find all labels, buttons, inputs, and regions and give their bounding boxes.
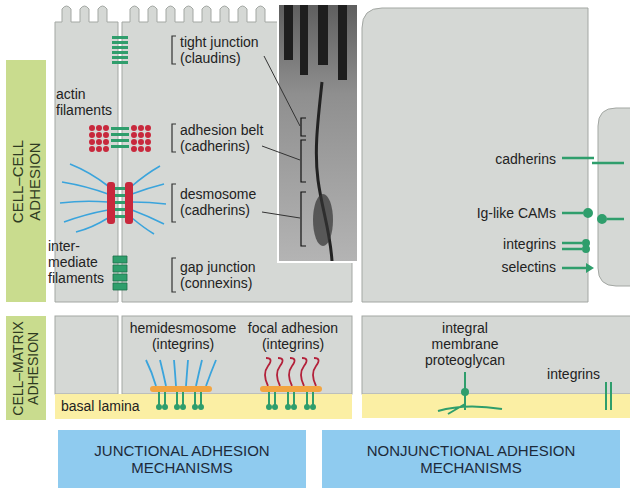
proteoglycan-core <box>461 388 469 396</box>
category-band: CELL–MATRIX ADHESION <box>6 316 46 420</box>
adhesion-molecule-heads <box>582 208 607 273</box>
proteoglycan-symbol <box>438 394 502 414</box>
annotation-label: adhesion belt (cadherins) <box>180 122 272 154</box>
gap-junction-symbol <box>113 256 127 290</box>
annotation-label: Ig-like CAMs <box>436 205 556 221</box>
plaque <box>150 386 212 392</box>
cell <box>362 316 630 394</box>
cell <box>55 316 118 394</box>
box-title: basal lamina <box>61 398 140 414</box>
tight-junction-symbol <box>112 36 128 64</box>
annotation-label: hemidesmosome (integrins) <box>125 320 241 352</box>
box-title: JUNCTIONAL ADHESION MECHANISMS <box>58 442 306 477</box>
basal-lamina <box>362 394 630 418</box>
annotation-label: desmosome (cadherins) <box>180 186 272 218</box>
annotation-label: integral membrane proteoglycan <box>415 320 515 368</box>
cell <box>598 108 630 286</box>
integrin-symbol <box>159 382 611 410</box>
category-band: CELL–CELL ADHESION <box>6 60 46 302</box>
actin-filament-dots <box>89 125 151 152</box>
plaque <box>260 386 322 392</box>
proteoglycan-stem <box>464 372 466 394</box>
annotation-label: tight junction (claudins) <box>180 34 272 66</box>
desmosome-plaque <box>125 182 133 224</box>
annotation-label: actin filaments <box>56 86 120 118</box>
annotation-label: focal adhesion (integrins) <box>243 320 343 352</box>
band-title: CELL–CELL ADHESION <box>10 125 43 237</box>
annotation-label: selectins <box>436 259 556 275</box>
adhesion-belt-symbol <box>111 127 129 148</box>
annotation-label: gap junction (connexins) <box>180 259 272 291</box>
electron-micrograph <box>278 4 358 262</box>
integrin-feet <box>156 404 316 410</box>
micrograph-microvilli <box>284 5 347 80</box>
basal-lamina-band: basal lamina <box>55 394 352 419</box>
desmosome-plaque <box>107 182 115 224</box>
actin-filaments <box>265 358 319 386</box>
cell <box>362 8 588 302</box>
intermediate-filaments <box>146 360 216 386</box>
bracket <box>172 36 176 292</box>
micrograph-desmosome <box>313 194 333 246</box>
annotation-label: integrins <box>436 236 556 252</box>
box-title: NONJUNCTIONAL ADHESION MECHANISMS <box>322 442 620 477</box>
band-title: CELL–MATRIX ADHESION <box>11 316 42 420</box>
annotation-label: integrins <box>520 366 600 382</box>
annotation-label: inter- mediate filaments <box>48 238 110 286</box>
micrograph-bracket <box>301 118 306 246</box>
mechanism-box: NONJUNCTIONAL ADHESION MECHANISMS <box>322 430 620 488</box>
mechanism-box: JUNCTIONAL ADHESION MECHANISMS <box>58 430 306 488</box>
cell <box>122 316 352 394</box>
annotation-label: cadherins <box>436 151 556 167</box>
leader-line <box>262 56 300 218</box>
intermediate-filaments <box>60 164 166 234</box>
